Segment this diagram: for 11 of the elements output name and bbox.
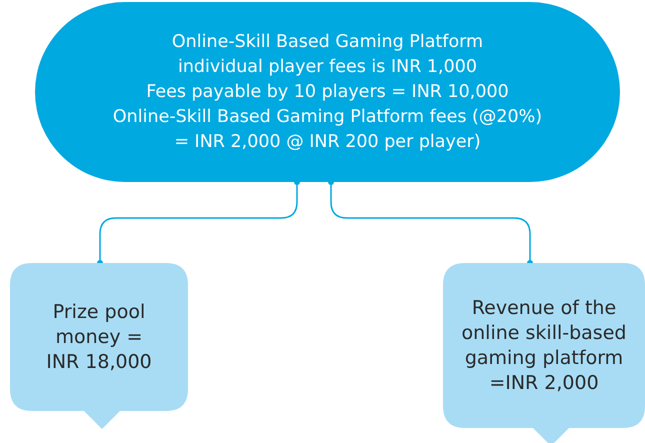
connector-line [328, 179, 533, 266]
bubble-text: Prize pool money = INR 18,000 [45, 300, 153, 374]
fee-text: Fees payable by 10 players = INR 10,000 [146, 80, 509, 104]
fee-text: individual player fees is INR 1,000 [178, 56, 478, 78]
fee-text: = INR 2,000 @ INR 200 per player) [174, 130, 481, 154]
speech-bubble [443, 263, 645, 443]
fee-text: Online-Skill Based Gaming Platform fees (@20%) [112, 106, 542, 128]
fee-text: Online-Skill Based Gaming Platform [172, 30, 484, 54]
bubble-text: Revenue of the online skill-based gaming platform =INR 2,000 [460, 296, 628, 396]
connector-line [97, 179, 300, 266]
speech-bubble [10, 263, 188, 430]
